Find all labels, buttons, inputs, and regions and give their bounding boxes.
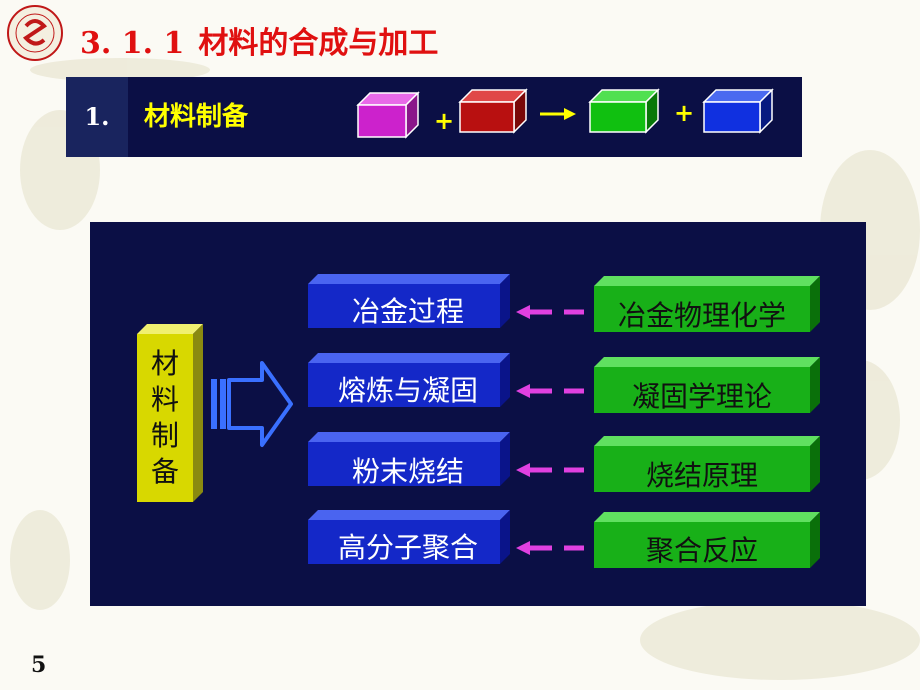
- box-char-1: 材: [150, 347, 179, 380]
- banner-label: 材料制备: [144, 102, 249, 132]
- plus-sign-1: +: [434, 107, 454, 135]
- section-title: 材料的合成与加工: [198, 26, 439, 61]
- process-label-2: 熔炼与凝固: [337, 374, 478, 407]
- theory-label-2: 凝固学理论: [631, 380, 772, 413]
- process-label-3: 粉末烧结: [351, 455, 464, 488]
- box-char-4: 备: [150, 455, 179, 488]
- reaction-arrow: [540, 108, 576, 120]
- dashed-arrow-1: [516, 305, 584, 319]
- left-box-shape: [137, 324, 203, 502]
- theory-label-3: 烧结原理: [645, 459, 758, 492]
- process-box-2: [308, 353, 510, 407]
- dashed-arrow-4: [516, 541, 584, 555]
- process-box-1: [308, 274, 510, 328]
- theory-box-4: [594, 512, 820, 568]
- preparation-banner: 1. 材料制备 + +: [66, 77, 802, 157]
- green-cube: [588, 88, 660, 134]
- university-logo: [7, 5, 63, 61]
- banner-number: 1.: [66, 77, 128, 157]
- reaction-illustration: + +: [356, 88, 774, 139]
- dashed-arrow-3: [516, 463, 584, 477]
- page-number: 5: [31, 652, 47, 678]
- process-box-4: [308, 510, 510, 564]
- theory-label-4: 聚合反应: [645, 534, 758, 567]
- theory-box-1: [594, 276, 820, 332]
- process-label-1: 冶金过程: [351, 295, 464, 328]
- preparation-diagram: 材 料 制 备 冶金过程 熔炼与凝固 粉末烧结 高分子聚合 冶金物理化学 凝固学…: [90, 222, 866, 606]
- theory-label-1: 冶金物理化学: [617, 299, 786, 332]
- process-box-3: [308, 432, 510, 486]
- red-cube: [458, 88, 528, 134]
- theory-box-3: [594, 436, 820, 492]
- box-char-2: 料: [150, 383, 179, 416]
- plus-sign-2: +: [674, 99, 694, 127]
- section-number: 3. 1. 1: [80, 26, 185, 61]
- big-arrow-icon: [211, 361, 293, 447]
- dashed-arrow-2: [516, 384, 584, 398]
- box-char-3: 制: [150, 419, 179, 452]
- slide-title: 3. 1. 1 材料的合成与加工: [80, 18, 438, 62]
- blue-cube: [702, 88, 774, 134]
- material-preparation-box: 材 料 制 备: [137, 334, 193, 502]
- theory-box-2: [594, 357, 820, 413]
- magenta-cube: [356, 91, 420, 139]
- diagram-shapes: [137, 274, 820, 568]
- process-label-4: 高分子聚合: [337, 531, 478, 564]
